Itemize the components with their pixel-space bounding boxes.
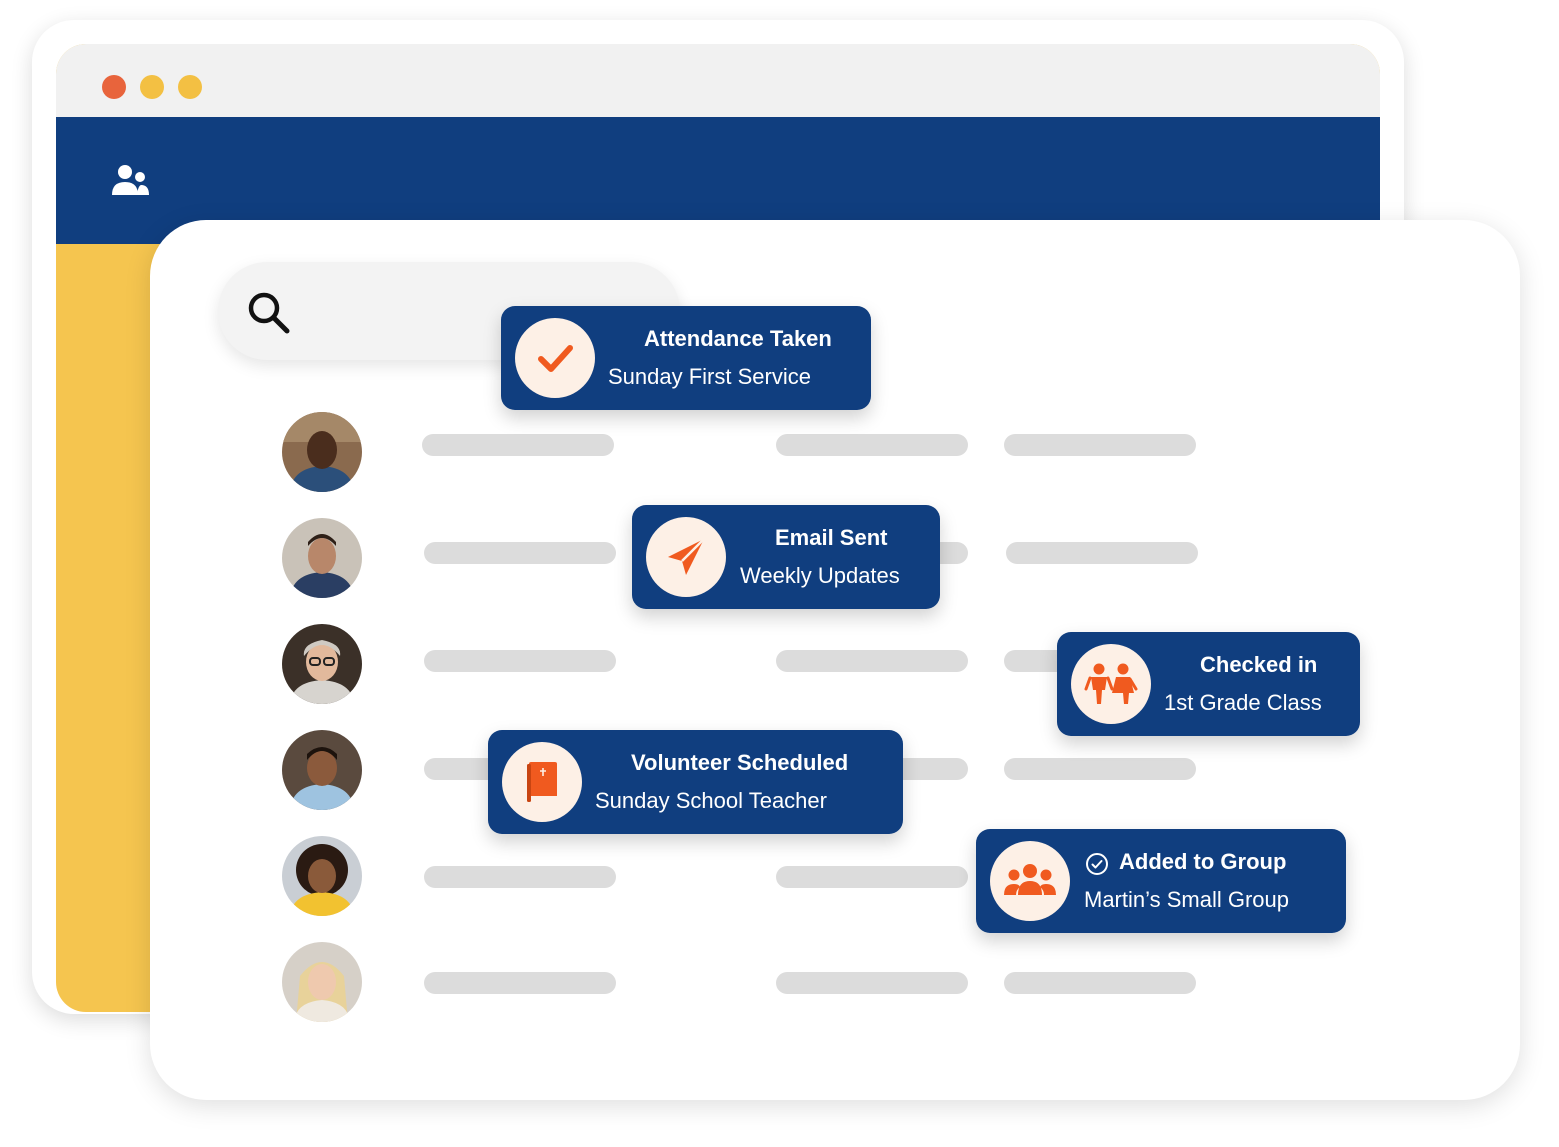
placeholder-bar <box>424 972 616 994</box>
placeholder-bar <box>776 650 968 672</box>
search-icon <box>248 292 290 334</box>
notification-group[interactable]: Added to Group Martin’s Small Group <box>976 829 1346 933</box>
notification-checkin[interactable]: Checked in 1st Grade Class <box>1057 632 1360 736</box>
paper-plane-icon <box>668 538 705 575</box>
children-icon <box>1084 663 1138 704</box>
close-window-dot[interactable] <box>102 75 126 99</box>
people-icon[interactable] <box>110 161 150 201</box>
notification-icon-badge <box>1071 644 1151 724</box>
person-avatar[interactable] <box>282 624 362 704</box>
notification-title: Email Sent <box>775 525 888 550</box>
placeholder-bar <box>424 542 616 564</box>
notification-icon-badge <box>515 318 595 398</box>
placeholder-bar <box>776 866 968 888</box>
placeholder-bar <box>776 972 968 994</box>
notification-subtitle: Martin’s Small Group <box>1084 887 1289 912</box>
notification-subtitle: Weekly Updates <box>740 563 900 588</box>
person-avatar[interactable] <box>282 730 362 810</box>
group-icon <box>1004 864 1056 895</box>
placeholder-bar <box>1004 434 1196 456</box>
notification-icon-badge <box>646 517 726 597</box>
person-avatar[interactable] <box>282 518 362 598</box>
notification-title: Attendance Taken <box>644 326 832 351</box>
notification-title: Volunteer Scheduled <box>631 750 849 775</box>
notification-volunteer[interactable]: Volunteer Scheduled Sunday School Teache… <box>488 730 903 834</box>
placeholder-bar <box>422 434 614 456</box>
checkmark-icon <box>538 345 573 372</box>
notification-email[interactable]: Email Sent Weekly Updates <box>632 505 940 609</box>
notification-title: Checked in <box>1200 652 1318 677</box>
person-avatar[interactable] <box>282 942 362 1022</box>
placeholder-bar <box>776 434 968 456</box>
maximize-window-dot[interactable] <box>178 75 202 99</box>
book-icon <box>527 762 557 802</box>
placeholder-bar <box>424 650 616 672</box>
placeholder-bar <box>1004 972 1196 994</box>
notification-subtitle: 1st Grade Class <box>1164 690 1322 715</box>
person-avatar[interactable] <box>282 836 362 916</box>
notification-subtitle: Sunday School Teacher <box>595 788 827 813</box>
minimize-window-dot[interactable] <box>140 75 164 99</box>
person-avatar[interactable] <box>282 412 362 492</box>
notification-subtitle: Sunday First Service <box>608 364 811 389</box>
check-circle-icon <box>1086 853 1108 875</box>
notification-title: Added to Group <box>1119 849 1287 874</box>
notification-attendance[interactable]: Attendance Taken Sunday First Service <box>501 306 871 410</box>
placeholder-bar <box>1004 758 1196 780</box>
placeholder-bar <box>424 866 616 888</box>
window-titlebar <box>56 44 1380 117</box>
notification-icon-badge <box>990 841 1070 921</box>
placeholder-bar <box>1006 542 1198 564</box>
notification-icon-badge <box>502 742 582 822</box>
